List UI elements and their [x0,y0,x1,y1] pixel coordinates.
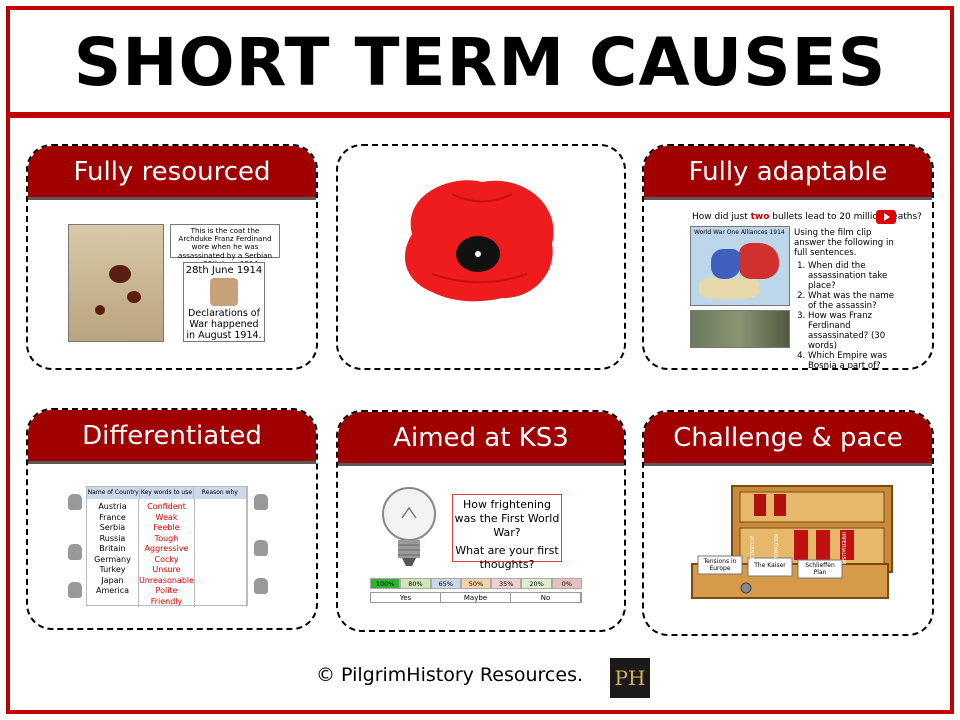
table-cell: Germany [94,554,131,564]
answer-cell: Maybe [441,593,511,602]
table-cell: Tough [154,533,179,543]
portrait-image [68,494,82,510]
table-cell: Confident [147,502,186,511]
slide-frame [6,6,954,714]
date-text: 28th June 1914 [185,265,263,276]
scale-cell: 20% [521,578,552,589]
question-list: When did the assassination take place? W… [794,261,898,368]
answer-scale: Yes Maybe No [370,592,582,603]
table-cell: Austria [98,502,127,511]
table-cell: Feeble [153,523,180,532]
portrait-image [254,540,268,556]
portrait-image [254,494,268,510]
date-card: 28th June 1914 Declarations of War happe… [183,262,265,342]
panel-body-fully-resourced: This is the coat the Archduke Franz Ferd… [28,200,316,368]
question-item: When did the assassination take place? [808,261,898,291]
panel-poppy [336,144,626,370]
panel-challenge-pace: Challenge & pace ALLIANCES MILITARISM IM… [642,410,934,636]
answer-cell: No [511,593,581,602]
table-cell: Turkey [99,565,126,574]
declarations-text: Declarations of War happened in August 1… [186,308,262,341]
panel-aimed-at-ks3: Aimed at KS3 How frightening was the Fir… [336,410,626,632]
table-cell: Polite [155,586,178,595]
alliances-map-image: World War One Alliances 1914 [690,226,790,306]
ks3-prompt: What are your first thoughts? [455,544,559,571]
question-item: How was Franz Ferdinand assassinated? (3… [808,311,898,351]
scale-cell: 65% [430,578,461,589]
table-cell: Unsure [152,565,181,574]
panel-body-fully-adaptable: How did just two bullets lead to 20 mill… [644,200,932,368]
scale-cell: 100% [370,578,401,589]
panel-header-differentiated: Differentiated [28,410,316,464]
table-cell: France [99,512,126,522]
causes-box-image [691,485,893,599]
video-play-icon[interactable] [876,210,896,224]
panel-differentiated: Differentiated Name of Country Key words… [26,408,318,630]
table-cell: Aggressive [144,544,189,553]
worksheet-question: How did just two bullets lead to 20 mill… [692,212,922,222]
footer-copyright: © PilgrimHistory Resources. [316,664,584,686]
reason-column [195,499,247,607]
panel-header-aimed-at-ks3: Aimed at KS3 [338,412,624,466]
map-caption: World War One Alliances 1914 [694,229,785,236]
panel-header-fully-adaptable: Fully adaptable [644,146,932,200]
panel-fully-resourced: Fully resourced This is the coat the Arc… [26,144,318,370]
panel-header-fully-resourced: Fully resourced [28,146,316,200]
archduke-coat-image [68,224,164,342]
table-cell: Cocky [154,554,179,564]
panel-body-differentiated: Name of Country Key words to use Reason … [28,464,316,628]
countries-column: Austria France Serbia Russia Britain Ger… [87,499,139,607]
worksheet-instructions: Using the film clip answer the following… [794,228,898,368]
instructions-intro: Using the film clip answer the following… [794,228,894,258]
cause-card: IMPERIALISM [840,532,846,565]
scale-cell: 50% [460,578,492,589]
ks3-question: How frightening was the First World War? [454,498,560,539]
box-label: Tensions in Europe [703,558,737,572]
portrait-image [210,278,238,306]
portrait-image [68,582,82,598]
table-cell: Weak [155,512,178,522]
ks3-question-box: How frightening was the First World War?… [452,494,562,571]
poppy-image [404,180,554,302]
question-item: What was the name of the assassin? [808,291,898,311]
lightbulb-icon [382,487,436,566]
page-title: SHORT TERM CAUSES [73,23,887,101]
table-cell: Friendly [150,596,183,606]
scale-cell: 0% [551,578,582,589]
panel-body-aimed-at-ks3: How frightening was the First World War?… [338,466,624,630]
cause-card: MILITARISM [772,534,778,563]
percentage-scale: 100% 80% 65% 50% 35% 20% 0% [370,578,582,589]
title-bar: SHORT TERM CAUSES [10,10,950,114]
portrait-image [68,544,82,560]
scale-cell: 80% [400,578,431,589]
panel-fully-adaptable: Fully adaptable How did just two bullets… [642,144,934,370]
column-header: Key words to use [140,487,194,499]
column-header: Name of Country [87,487,141,499]
column-header: Reason why [194,487,247,499]
countries-table: Name of Country Key words to use Reason … [86,486,248,607]
box-label: Schlieffen Plan [805,562,835,576]
panel-header-challenge-pace: Challenge & pace [644,412,932,466]
historical-photo [690,310,790,348]
cause-card: ALLIANCES [748,536,754,564]
question-item: Which Empire was Bosnia a part of? [808,351,898,368]
table-cell: Serbia [99,523,126,532]
table-cell: Britain [99,544,126,553]
table-cell: Unreasonable [138,575,195,585]
box-label: The Kaiser [754,562,786,569]
answer-cell: Yes [371,593,441,602]
table-cell: America [95,586,129,595]
title-divider [10,112,950,118]
panel-body-challenge-pace: ALLIANCES MILITARISM IMPERIALISM Tension… [644,466,932,634]
ph-logo: PH [610,658,650,698]
table-cell: Russia [99,533,126,543]
scale-cell: 35% [491,578,522,589]
portrait-image [254,578,268,594]
table-cell: Japan [101,575,124,585]
table-header: Name of Country Key words to use Reason … [87,487,247,499]
keywords-column: Confident Weak Feeble Tough Aggressive C… [138,499,196,607]
coat-note: This is the coat the Archduke Franz Ferd… [170,224,280,267]
